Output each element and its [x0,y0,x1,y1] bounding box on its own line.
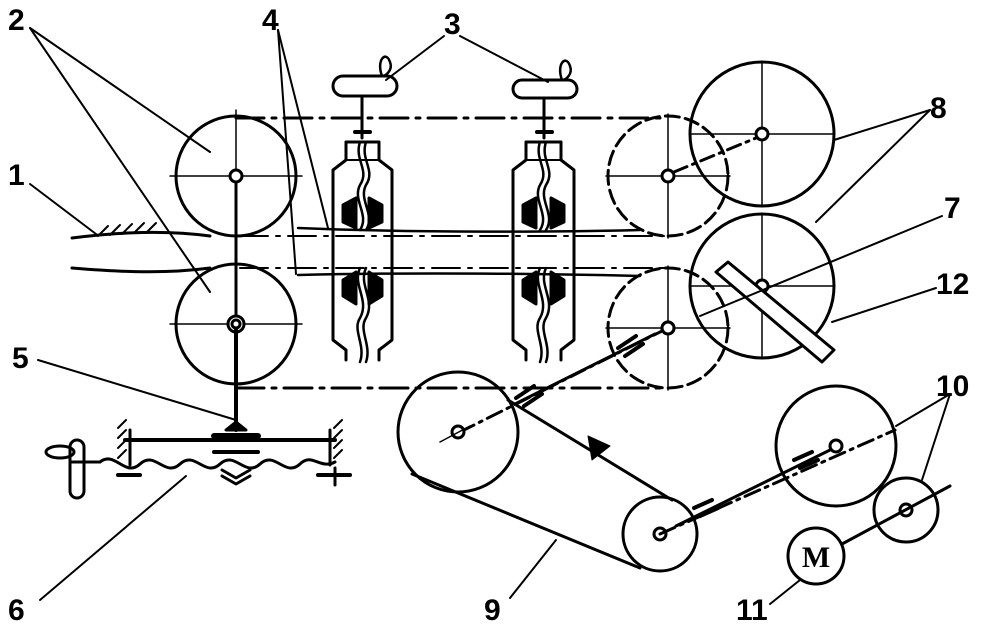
label-12: 12 [936,268,969,301]
tension-bar [714,260,836,364]
large-reduction-gear [774,384,898,508]
small-pulley [621,495,699,573]
right-roller-assembly [511,59,579,364]
strip-hatching [97,222,157,237]
drive-belt [410,398,674,570]
label-11: 11 [736,594,768,627]
label-10: 10 [936,370,969,403]
left-roller-assembly [331,55,399,364]
label-6: 6 [8,594,25,627]
motor-symbol: M [802,541,830,574]
cardan-shaft [458,320,676,434]
large-pulley [396,370,520,494]
callout-labels: 2 1 3 4 5 6 7 8 9 10 11 12 [8,4,969,627]
lower-gear [688,212,836,360]
intermediate-shaft [658,428,897,536]
label-9: 9 [484,594,501,627]
pressure-screw-mechanism [44,419,352,500]
motor-shaft [840,484,952,546]
leader-lines [29,27,951,605]
roll-frame-outline [234,116,670,390]
label-2: 2 [8,4,25,37]
strip-material [70,222,669,278]
label-4: 4 [262,4,279,37]
label-7: 7 [944,192,961,225]
upper-right-dashed-roll [605,113,731,239]
label-1: 1 [8,159,25,192]
label-8: 8 [930,92,947,125]
label-5: 5 [12,342,29,375]
upper-gear [672,60,836,208]
electric-motor [786,526,846,586]
roll-link-rod [224,180,248,432]
label-3: 3 [444,8,461,41]
